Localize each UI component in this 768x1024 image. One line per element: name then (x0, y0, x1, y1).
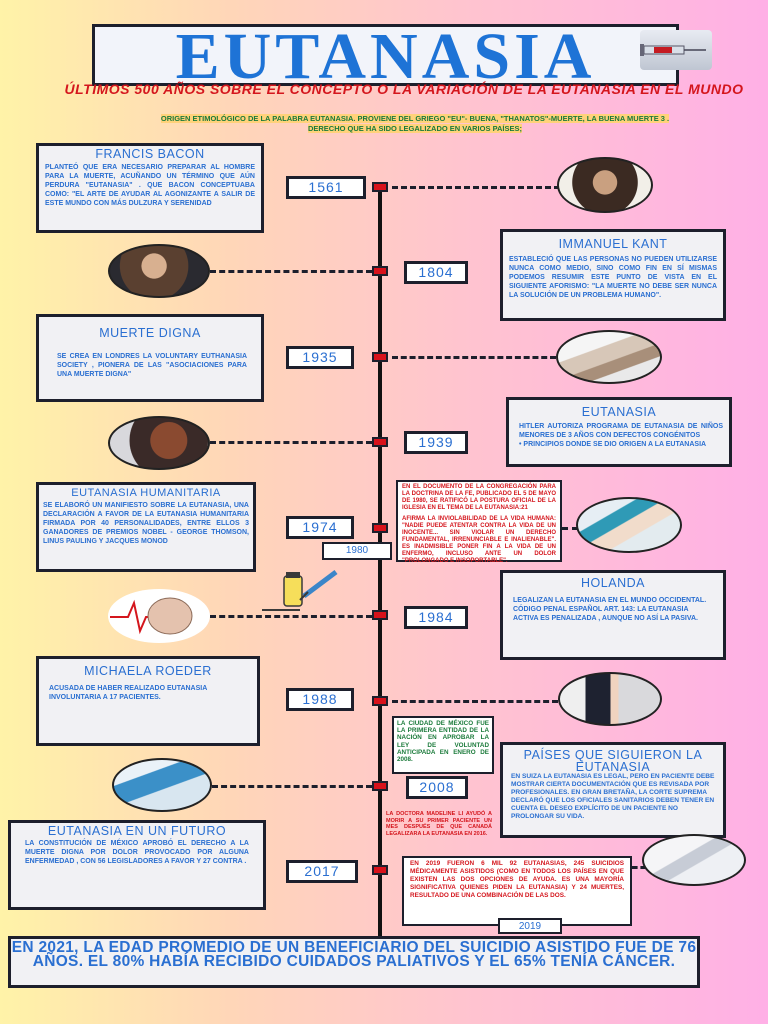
connector-dash (632, 866, 646, 869)
card-title: FRANCIS BACON (95, 147, 205, 161)
syringe-image (640, 30, 712, 70)
year-1561: 1561 (286, 176, 366, 199)
card-title: HOLANDA (581, 576, 645, 590)
timeline-marker (372, 352, 388, 362)
year-1804: 1804 (404, 261, 468, 284)
year-1974: 1974 (286, 516, 354, 539)
card-holanda: HOLANDA LEGALIZAN LA EUTANASIA EN EL MUN… (500, 570, 726, 660)
card-title: EUTANASIA HUMANITARIA (71, 487, 221, 499)
card-title: MICHAELA ROEDER (84, 664, 212, 678)
card-body: LEGALIZAN LA EUTANASIA EN EL MUNDO OCCID… (513, 597, 707, 622)
note-1980-text: EN EL DOCUMENTO DE LA CONGREGACIÓN PARA … (402, 484, 556, 511)
card-body: SE ELABORÓ UN MANIFIESTO SOBRE LA EUTANA… (43, 502, 249, 545)
portrait-bacon-image (557, 157, 653, 213)
note-madeline: LA DOCTORA MADELINE LI AYUDÓ A MORIR A S… (386, 811, 492, 837)
card-immanuel-kant: IMMANUEL KANT ESTABLECIÓ QUE LAS PERSONA… (500, 229, 726, 321)
card-paises: PAÍSES QUE SIGUIERON LA EUTANASIA EN SUI… (500, 742, 726, 838)
card-title: EUTANASIA EN UN FUTURO (47, 824, 227, 838)
trial-photo-image (558, 672, 662, 726)
syringe-vial-image (108, 416, 210, 470)
connector-dash (210, 270, 372, 273)
connector-dash (392, 356, 556, 359)
year-1980: 1980 (322, 542, 392, 560)
card-body: ESTABLECIÓ QUE LAS PERSONAS NO PUEDEN UT… (509, 256, 717, 299)
timeline-marker (372, 781, 388, 791)
note-2019: EN 2019 FUERON 6 MIL 92 EUTANASIAS, 245 … (402, 856, 632, 926)
card-body: PLANTEÓ QUE ERA NECESARIO PREPARAR AL HO… (45, 164, 255, 207)
year-2019: 2019 (498, 918, 562, 934)
timeline-marker (372, 437, 388, 447)
card-body: LA CONSTITUCIÓN DE MÉXICO APROBÓ EL DERE… (25, 840, 249, 865)
year-1984: 1984 (404, 606, 468, 629)
medical-hands-image (112, 758, 212, 812)
card-title: IMMANUEL KANT (558, 237, 668, 251)
year-1988: 1988 (286, 688, 354, 711)
year-2017: 2017 (286, 860, 358, 883)
timeline-marker (372, 696, 388, 706)
note-mexico-2008: LA CIUDAD DE MÉXICO FUE LA PRIMERA ENTID… (392, 716, 494, 774)
origin-text-label: ORIGEN ETIMOLÓGICO DE LA PALABRA EUTANAS… (160, 114, 670, 133)
card-body: SE CREA EN LONDRES LA VOLUNTARY EUTHANAS… (57, 353, 247, 378)
timeline-marker (372, 182, 388, 192)
page-title: EUTANASIA (175, 20, 596, 93)
timeline-axis (378, 185, 382, 945)
card-francis-bacon: FRANCIS BACON PLANTEÓ QUE ERA NECESARIO … (36, 143, 264, 233)
connector-dash (210, 441, 372, 444)
document-pen-image (642, 834, 746, 886)
timeline-marker (372, 865, 388, 875)
fist-heartbeat-image (108, 589, 210, 643)
year-2008: 2008 (406, 776, 468, 799)
card-body: EN SUIZA LA EUTANASIA ES LEGAL, PERO EN … (511, 773, 715, 820)
card-bullet: • PRINCIPIOS DONDE SE DIO ORIGEN A LA EU… (519, 441, 707, 448)
connector-dash (210, 615, 372, 618)
subtitle: ÚLTIMOS 500 AÑOS SOBRE EL CONCEPTO O LA … (64, 81, 744, 97)
card-body: HITLER AUTORIZA PROGRAMA DE EUTANASIA DE… (519, 423, 723, 439)
timeline-marker (372, 523, 388, 533)
card-michaela-roeder: MICHAELA ROEDER ACUSADA DE HABER REALIZA… (36, 656, 260, 746)
portrait-kant-image (108, 244, 210, 298)
note-1980-text-b: AFIRMA LA INVIOLABILIDAD DE LA VIDA HUMA… (402, 516, 556, 564)
year-1939: 1939 (404, 431, 468, 454)
title-box: EUTANASIA (92, 21, 679, 93)
hands-care-image (576, 497, 682, 553)
card-muerte-digna: MUERTE DIGNA SE CREA EN LONDRES LA VOLUN… (36, 314, 264, 402)
card-eutanasia-humanitaria: EUTANASIA HUMANITARIA SE ELABORÓ UN MANI… (36, 482, 256, 572)
connector-dash (562, 527, 578, 530)
card-eutanasia-1939: EUTANASIA HITLER AUTORIZA PROGRAMA DE EU… (506, 397, 732, 467)
origin-text: ORIGEN ETIMOLÓGICO DE LA PALABRA EUTANAS… (150, 114, 680, 134)
card-bullet-label: PRINCIPIOS DONDE SE DIO ORIGEN A LA EUTA… (523, 441, 707, 448)
syringe-vial-icon (260, 570, 340, 614)
card-title: EUTANASIA (581, 405, 657, 419)
connector-dash (212, 785, 372, 788)
note-1980: EN EL DOCUMENTO DE LA CONGREGACIÓN PARA … (396, 480, 562, 564)
timeline-marker (372, 266, 388, 276)
timeline-marker (372, 610, 388, 620)
connector-dash (392, 700, 558, 703)
footer-statement: EN 2021, LA EDAD PROMEDIO DE UN BENEFICI… (8, 936, 700, 988)
card-body: ACUSADA DE HABER REALIZADO EUTANASIA INV… (49, 685, 208, 701)
connector-dash (392, 186, 560, 189)
card-title: PAÍSES QUE SIGUIERON LA EUTANASIA (523, 748, 703, 774)
card-title: MUERTE DIGNA (99, 326, 201, 340)
year-1935: 1935 (286, 346, 354, 369)
hospital-bed-image (556, 330, 662, 384)
card-eutanasia-futuro: EUTANASIA EN UN FUTURO LA CONSTITUCIÓN D… (8, 820, 266, 910)
